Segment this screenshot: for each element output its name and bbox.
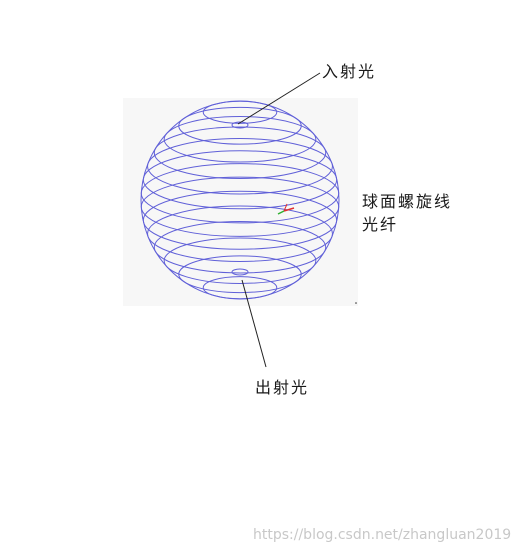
source-watermark: https://blog.csdn.net/zhangluan2019 [253, 527, 512, 543]
fiber-entry-ring [231, 121, 249, 129]
spiral-turn [142, 150, 338, 210]
spiral-fiber-label-line1: 球面螺旋线 [362, 192, 453, 211]
spiral-turn [153, 126, 327, 180]
spiral-turn [153, 220, 327, 274]
spiral-turn [163, 237, 317, 284]
spiral-turn [163, 116, 317, 163]
axis-marker-icon [277, 203, 295, 215]
spiral-turn [142, 190, 338, 250]
outgoing-light-leader-line [241, 279, 267, 368]
spiral-turn [140, 176, 340, 237]
incident-light-label: 入射光 [322, 62, 377, 81]
outgoing-light-label: 出射光 [255, 378, 310, 397]
corner-dot [355, 302, 357, 304]
spiral-turn [178, 255, 302, 294]
spiral-fiber-label-line2: 光纤 [362, 215, 399, 234]
fiber-exit-ring [231, 268, 249, 276]
spiral-turn [147, 205, 333, 262]
viewport-background [123, 98, 358, 306]
spherical-spiral-fiber [140, 100, 340, 300]
spiral-turn [147, 138, 333, 195]
spiral-turn [140, 163, 340, 224]
spiral-turn [202, 276, 278, 300]
incident-light-leader-line [237, 72, 321, 125]
